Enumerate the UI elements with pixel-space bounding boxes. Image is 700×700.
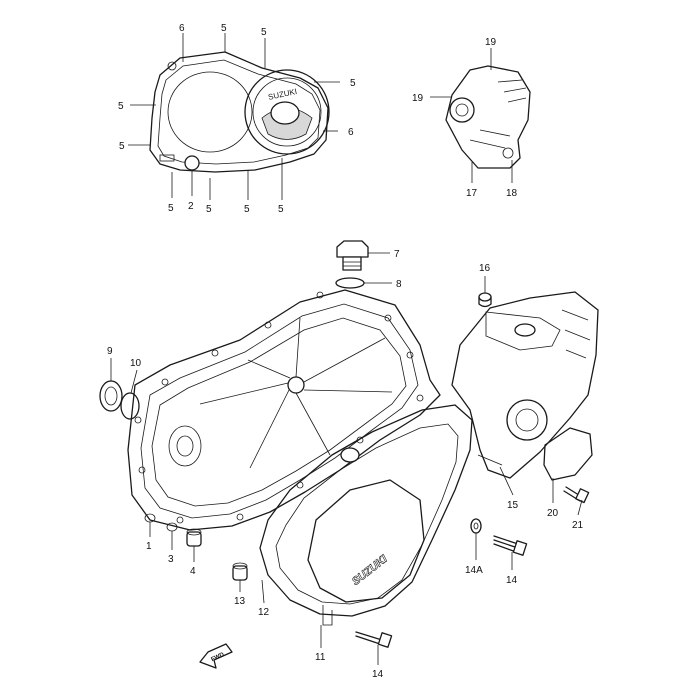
bolt-14-bottom <box>355 631 393 648</box>
callout-10: 10 <box>130 358 142 369</box>
callout-labels: 6 5 5 5 5 6 5 5 2 5 5 5 19 19 17 18 7 8 … <box>107 23 584 680</box>
sprocket-cover <box>445 65 531 169</box>
dowel-13 <box>232 562 248 581</box>
callout-16: 16 <box>479 263 491 274</box>
bolt-14-right <box>493 535 528 556</box>
suzuki-logo-large: SUZUKI <box>350 553 390 588</box>
callout-4: 4 <box>190 566 196 577</box>
callout-18: 18 <box>506 188 518 199</box>
callout-5-right: 5 <box>350 78 356 89</box>
clutch-cover-main <box>127 289 441 531</box>
callout-21: 21 <box>572 520 584 531</box>
callout-6-top: 6 <box>179 23 185 34</box>
callout-15: 15 <box>507 500 519 511</box>
suzuki-logo-small: SUZUKI <box>267 87 298 102</box>
fwd-arrow: FWD <box>199 643 233 669</box>
dowel-4 <box>186 528 202 547</box>
callout-5-bottom-d: 5 <box>278 204 284 215</box>
callout-1: 1 <box>146 541 152 552</box>
callout-11: 11 <box>315 652 326 663</box>
callout-14-bottom: 14 <box>372 669 384 680</box>
callout-5-top-b: 5 <box>261 27 267 38</box>
callout-5-bottom-b: 5 <box>206 204 212 215</box>
fwd-label: FWD <box>210 652 226 663</box>
callout-5-bottom-a: 5 <box>168 203 174 214</box>
sprocket-cover-15 <box>451 291 599 481</box>
callout-20: 20 <box>547 508 559 519</box>
callout-3: 3 <box>168 554 174 565</box>
oil-filler-cap <box>335 240 369 289</box>
clutch-cover-outer: SUZUKI <box>149 51 330 173</box>
callout-14-right: 14 <box>506 575 518 586</box>
callout-9: 9 <box>107 346 113 357</box>
oil-seal-9 <box>99 380 123 412</box>
callout-17: 17 <box>466 188 478 199</box>
dowel-pin-16 <box>478 292 492 308</box>
callout-12: 12 <box>258 607 270 618</box>
callout-13: 13 <box>234 596 246 607</box>
callout-6-right: 6 <box>348 127 354 138</box>
o-ring-10 <box>120 392 140 420</box>
washer-14A <box>470 518 482 534</box>
callout-19-top: 19 <box>485 37 497 48</box>
callout-14A: 14A <box>465 565 483 576</box>
callout-2: 2 <box>188 201 194 212</box>
callout-8: 8 <box>396 279 402 290</box>
gasket-1 <box>144 513 156 523</box>
callout-5-top-a: 5 <box>221 23 227 34</box>
callout-5-left-a: 5 <box>118 101 124 112</box>
callout-19-left: 19 <box>412 93 424 104</box>
callout-5-left-b: 5 <box>119 141 125 152</box>
bolt-21 <box>563 486 590 504</box>
leader-lines <box>110 33 583 665</box>
callout-7: 7 <box>394 249 400 260</box>
callout-5-bottom-c: 5 <box>244 204 250 215</box>
generator-cover: SUZUKI <box>259 404 473 626</box>
